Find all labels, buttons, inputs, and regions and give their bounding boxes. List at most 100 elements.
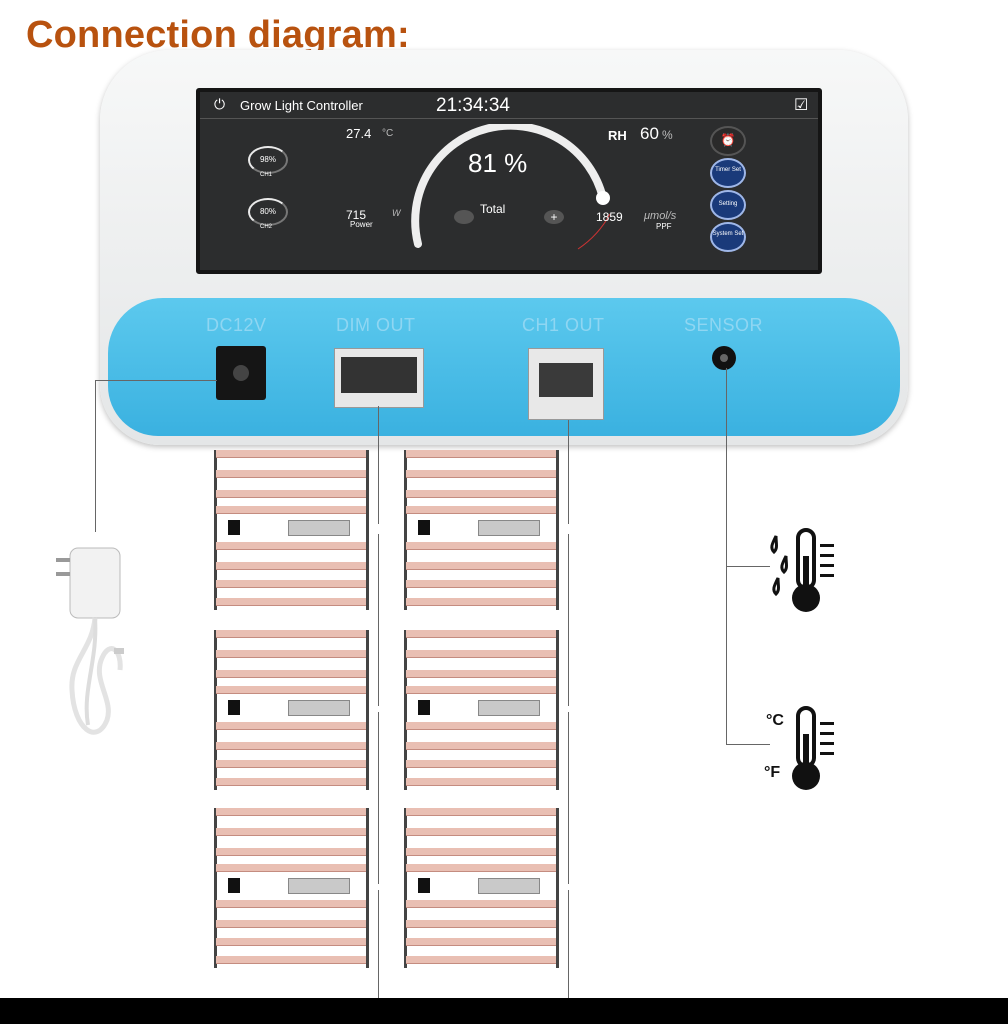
ch1-out-wire bbox=[568, 420, 569, 524]
ch1-out-port[interactable] bbox=[528, 348, 604, 420]
led-strip bbox=[216, 630, 366, 638]
bar-rail-left bbox=[214, 630, 217, 790]
sensor-jack[interactable] bbox=[712, 346, 736, 370]
chain-wire-b1 bbox=[568, 534, 569, 706]
ch1-gauge[interactable]: 98% bbox=[248, 146, 288, 174]
led-strip bbox=[216, 956, 366, 964]
led-strip bbox=[216, 828, 366, 836]
led-strip bbox=[216, 580, 366, 588]
timer-set-label: Timer Set bbox=[715, 167, 741, 173]
ch1-port-label: CH1 OUT bbox=[522, 315, 605, 335]
power-value: 715 bbox=[346, 208, 367, 222]
led-strip bbox=[216, 938, 366, 946]
rh-unit: % bbox=[662, 128, 673, 142]
led-strip bbox=[406, 650, 556, 658]
ch2-gauge[interactable]: 80% bbox=[248, 198, 288, 226]
temperature-thermometer-icon bbox=[792, 706, 834, 790]
led-strip bbox=[216, 686, 366, 694]
led-strip bbox=[406, 920, 556, 928]
timer-set-button[interactable]: Timer Set bbox=[710, 158, 746, 188]
led-strip bbox=[216, 742, 366, 750]
light-group-4 bbox=[404, 630, 559, 790]
led-driver bbox=[288, 520, 350, 536]
led-driver bbox=[478, 700, 540, 716]
led-strip bbox=[406, 630, 556, 638]
led-strip bbox=[406, 938, 556, 946]
led-driver bbox=[478, 878, 540, 894]
dial-value: 81 % bbox=[468, 148, 528, 178]
touch-screen[interactable]: ⏻ Grow Light Controller 21:34:34 ☑ 27.4 … bbox=[196, 88, 822, 274]
dim-port-label: DIM OUT bbox=[336, 315, 416, 335]
driver-switch bbox=[418, 878, 430, 893]
bar-rail-left bbox=[214, 808, 217, 968]
led-strip bbox=[216, 864, 366, 872]
led-strip bbox=[406, 760, 556, 768]
diagram-title: Connection diagram: bbox=[26, 14, 410, 56]
screen-status-bar: ⏻ Grow Light Controller 21:34:34 ☑ bbox=[200, 92, 818, 119]
bottom-bar bbox=[0, 998, 1008, 1024]
dial-red-arc bbox=[577, 213, 611, 250]
dc-port-label: DC12V bbox=[206, 315, 267, 335]
bar-rail-left bbox=[214, 450, 217, 610]
led-driver bbox=[478, 520, 540, 536]
led-strip bbox=[216, 722, 366, 730]
led-strip bbox=[216, 848, 366, 856]
led-strip bbox=[406, 778, 556, 786]
dial-track bbox=[411, 124, 607, 248]
dial-knob bbox=[596, 191, 610, 205]
power-label: Power bbox=[350, 220, 373, 229]
celsius-label: °C bbox=[766, 712, 784, 729]
sensor-port-label: SENSOR bbox=[684, 315, 764, 335]
clock: 21:34:34 bbox=[436, 95, 510, 116]
checkbox-icon[interactable]: ☑ bbox=[794, 97, 809, 114]
ppf-unit: μmol/s bbox=[644, 210, 677, 222]
bar-rail-left bbox=[404, 630, 407, 790]
total-dial[interactable] bbox=[388, 124, 628, 254]
dc-wire-horizontal bbox=[95, 380, 217, 381]
dc-wire-vertical bbox=[95, 380, 96, 532]
dim-out-port[interactable] bbox=[334, 348, 424, 408]
bar-rail-left bbox=[404, 808, 407, 968]
sensor-wire-temperature bbox=[726, 744, 770, 745]
led-strip bbox=[406, 848, 556, 856]
led-strip bbox=[216, 670, 366, 678]
led-strip bbox=[406, 470, 556, 478]
led-strip bbox=[406, 864, 556, 872]
chain-wire-b2 bbox=[568, 712, 569, 884]
system-set-button[interactable]: System Set bbox=[710, 222, 746, 252]
alarm-button[interactable]: ⏰ bbox=[710, 126, 746, 156]
led-strip bbox=[216, 562, 366, 570]
power-unit: W bbox=[392, 208, 401, 218]
led-strip bbox=[406, 808, 556, 816]
led-strip bbox=[216, 450, 366, 458]
led-strip bbox=[406, 900, 556, 908]
light-group-2 bbox=[404, 450, 559, 610]
power-icon[interactable]: ⏻ bbox=[214, 96, 226, 112]
power-adapter bbox=[56, 547, 124, 735]
led-strip bbox=[406, 598, 556, 606]
driver-switch bbox=[228, 700, 240, 715]
led-strip bbox=[406, 450, 556, 458]
driver-switch bbox=[228, 878, 240, 893]
rh-label: RH bbox=[608, 128, 627, 143]
setting-label: Setting bbox=[718, 201, 738, 207]
chain-wire-a2 bbox=[378, 712, 379, 884]
minus-button[interactable] bbox=[454, 210, 474, 224]
led-strip bbox=[216, 920, 366, 928]
ch1-label: CH1 bbox=[260, 172, 273, 178]
setting-button[interactable]: Setting bbox=[710, 190, 746, 220]
bar-rail-right bbox=[556, 450, 559, 610]
driver-switch bbox=[418, 700, 430, 715]
led-strip bbox=[216, 542, 366, 550]
plus-button[interactable]: + bbox=[544, 210, 564, 224]
ch1-percent: 98% bbox=[259, 155, 276, 164]
led-strip bbox=[406, 670, 556, 678]
led-strip bbox=[406, 722, 556, 730]
light-group-1 bbox=[214, 450, 369, 610]
sensor-wire-humidity bbox=[726, 566, 770, 567]
led-driver bbox=[288, 878, 350, 894]
controller-device: ⏻ Grow Light Controller 21:34:34 ☑ 27.4 … bbox=[100, 50, 908, 445]
dc-jack[interactable] bbox=[216, 346, 266, 400]
bar-rail-right bbox=[556, 808, 559, 968]
led-strip bbox=[406, 828, 556, 836]
